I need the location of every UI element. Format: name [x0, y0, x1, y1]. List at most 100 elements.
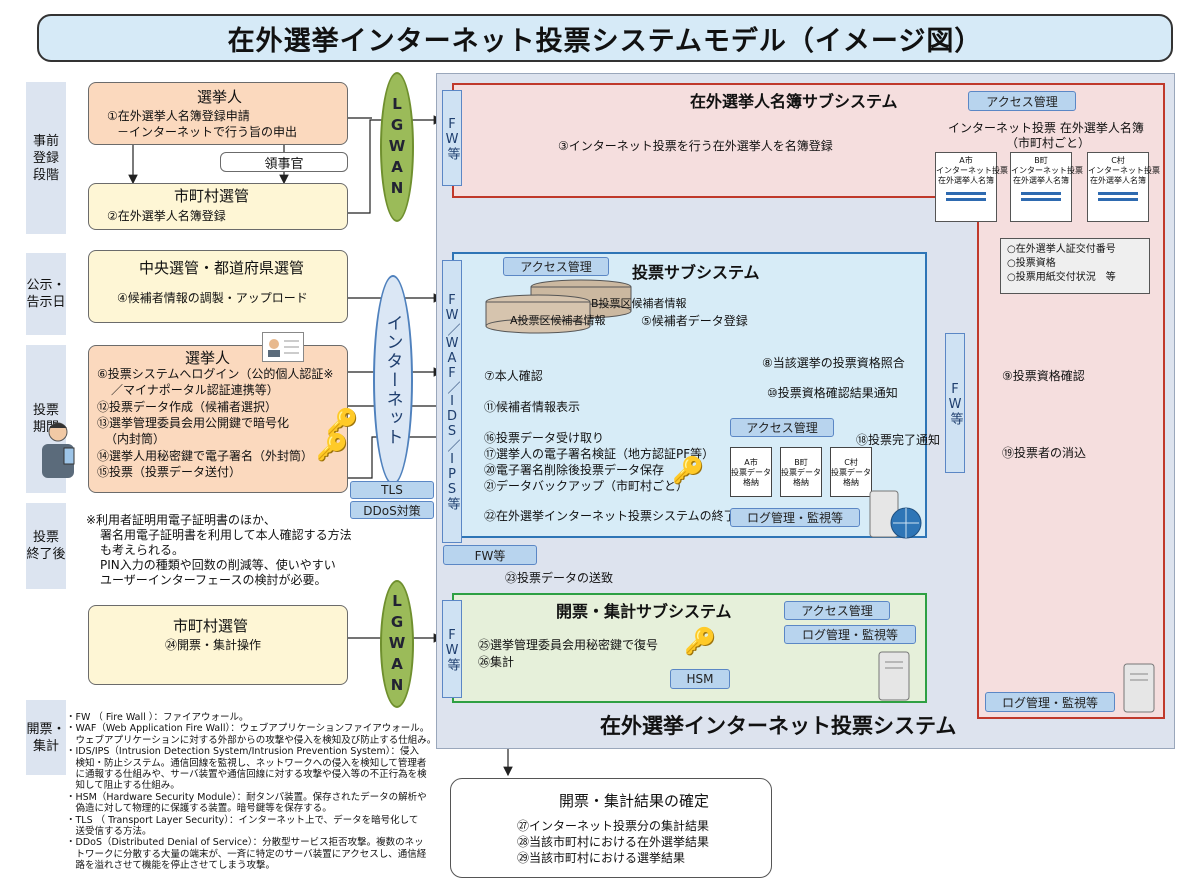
stage-notice-day: 公示・ 告示日: [26, 253, 66, 335]
key-icon: 🔑: [672, 456, 705, 486]
step13-sub-label: （内封筒）: [105, 432, 166, 446]
step21-label: ㉑データバックアップ（市町村ごと）: [484, 479, 689, 493]
firewall-transfer: FW等: [443, 545, 537, 565]
step26-label: ㉖集計: [478, 655, 515, 669]
glossary-line: に通報する仕組みや、サーバ装置や通信回線に対する攻撃や侵入等の不正行為を検: [66, 769, 427, 781]
note-line: ユーザーインターフェースの検討が必要。: [100, 573, 327, 587]
step9-label: ⑨投票資格確認: [1002, 369, 1085, 383]
step13-label: ⑬選挙管理委員会用公開鍵で暗号化: [97, 416, 290, 430]
step24-label: ㉔開票・集計操作: [165, 638, 262, 652]
step29-label: ㉙当該市町村における選挙結果: [517, 851, 686, 865]
glossary-line: トワークに分散する大量の端末が、一斉に特定のサーバ装置にアクセスし、通信経: [66, 848, 427, 860]
step1-sub-label: －インターネットで行う旨の申出: [117, 125, 298, 139]
central-title: 中央選管・都道府県選管: [139, 259, 305, 277]
system-name-label: 在外選挙インターネット投票システム: [600, 714, 957, 738]
firewall-right: FW等: [945, 333, 965, 473]
central-box: 中央選管・都道府県選管 ④候補者情報の調製・アップロード: [88, 250, 348, 323]
result-title: 開票・集計結果の確定: [559, 792, 710, 810]
voting-access-control: アクセス管理: [503, 257, 609, 276]
vote-store-a: A市投票データ 格納: [730, 447, 772, 497]
glossary-line: 検知・防止システム。通信回線を監視し、ネットワークへの侵入を検知して管理者: [66, 757, 427, 769]
step20-label: ⑳電子署名削除後投票データ保存: [484, 463, 665, 477]
voter-pre-title: 選挙人: [197, 88, 243, 106]
step15-label: ⑮投票（投票データ送付）: [97, 465, 242, 479]
vote-store-c: C村投票データ 格納: [830, 447, 872, 497]
step23-label: ㉓投票データの送致: [505, 571, 614, 585]
step8-label: ⑧当該選挙の投票資格照合: [762, 356, 905, 370]
stage-counting: 開票・ 集計: [26, 700, 66, 775]
id-card-icon: [262, 332, 304, 362]
voter-person-icon: [36, 420, 80, 480]
step6-label: ⑥投票システムへログイン（公的個人認証※: [97, 367, 334, 381]
glossary-line: ・IDS/IPS（Intrusion Detection System/Intr…: [66, 746, 420, 758]
step6-sub-label: ／マイナポータル認証連携等）: [111, 383, 279, 397]
voter-vote-box: 選挙人 ⑥投票システムへログイン（公的個人認証※ ／マイナポータル認証連携等） …: [88, 345, 348, 493]
lgwan-pre: LGWAN: [380, 72, 414, 222]
step27-label: ㉗インターネット投票分の集計結果: [517, 819, 710, 833]
note-line: も考えられる。: [100, 543, 185, 557]
step11-label: ⑪候補者情報表示: [484, 400, 581, 414]
encryption-key-icon: 🔑: [326, 408, 359, 438]
glossary-line: ・TLS （ Transport Layer Security）：インターネット…: [66, 814, 419, 826]
glossary-line: 知して阻止する仕組み。: [66, 780, 180, 792]
registry-item: ○投票資格: [1007, 258, 1056, 269]
stage-pre-registration: 事前 登録 段階: [26, 82, 66, 234]
glossary: ・FW （ Fire Wall ）：ファイアウォール。 ・WAF（Web App…: [66, 712, 446, 872]
glossary-line: ・DDoS（Distributed Denial of Service）：分散型…: [66, 837, 424, 849]
counting-title: 開票・集計サブシステム: [556, 602, 732, 621]
ddos-badge: DDoS対策: [350, 501, 434, 519]
step7-label: ⑦本人確認: [484, 369, 543, 383]
glossary-line: ・HSM（Hardware Security Module）：耐タンパ装置。保存…: [66, 791, 427, 803]
glossary-line: ・FW （ Fire Wall ）：ファイアウォール。: [66, 712, 249, 723]
note-line: 署名用電子証明書を利用して本人確認する方法: [100, 528, 352, 542]
note-line: PIN入力の種類や回数の削減等、使いやすい: [100, 558, 336, 572]
glossary-line: ・WAF（Web Application Fire Wall）：ウェブアプリケー…: [66, 723, 430, 735]
vote-store-b: B町投票データ 格納: [780, 447, 822, 497]
web-server-icon: [866, 487, 926, 543]
counting-access-control: アクセス管理: [784, 601, 890, 620]
step22-label: ㉒在外選挙インターネット投票システムの終了: [484, 509, 736, 523]
glossary-line: 路を溢れさせて機能を停止させてしまう攻撃。: [66, 860, 276, 872]
counting-server-icon: [873, 648, 917, 704]
firewall-pre: FW等: [442, 90, 462, 186]
candidate-database-icon: [483, 278, 643, 336]
db-b-label: B投票区候補者情報: [591, 297, 687, 310]
muni-pre-title: 市町村選管: [174, 187, 250, 205]
step14-label: ⑭選挙人用秘密鍵で電子署名（外封筒）: [97, 449, 314, 463]
signature-key-icon: 🔑: [316, 433, 349, 463]
registry-doc-b: B町インターネット投票 在外選挙人名簿: [1010, 152, 1083, 222]
voting-access-control-2: アクセス管理: [730, 418, 834, 437]
firewall-count: FW等: [442, 600, 462, 698]
note-block: ※利用者証明用電子証明書のほか、 署名用電子証明書を利用して本人確認する方法 も…: [86, 513, 376, 588]
step2-label: ②在外選挙人名簿登録: [107, 209, 226, 223]
voter-vote-title: 選挙人: [185, 349, 231, 367]
step12-label: ⑫投票データ作成（候補者選択）: [97, 400, 278, 414]
step1-label: ①在外選挙人名簿登録申請: [107, 109, 250, 123]
hsm-badge: HSM: [670, 669, 730, 689]
step25-label: ㉕選挙管理委員会用秘密鍵で復号: [478, 638, 659, 652]
glossary-line: ウェブアプリケーションに対する外部からの攻撃や侵入を検知及び防止する仕組み。: [66, 734, 437, 746]
registry-title: 在外選挙人名簿サブシステム: [690, 92, 898, 111]
registry-access-control: アクセス管理: [968, 91, 1076, 111]
decryption-key-icon: 🔑: [684, 627, 717, 657]
step28-label: ㉘当該市町村における在外選挙結果: [517, 835, 710, 849]
lgwan-count: LGWAN: [380, 580, 414, 708]
voter-pre-box: 選挙人 ①在外選挙人名簿登録申請 －インターネットで行う旨の申出: [88, 82, 348, 145]
counting-log-monitoring: ログ管理・監視等: [784, 625, 916, 644]
voting-log-monitoring: ログ管理・監視等: [730, 508, 860, 527]
step10-label: ⑩投票資格確認結果通知: [767, 386, 898, 400]
firewall-waf-ids-ips: FW／WAF／IDS／IPS等: [442, 260, 462, 543]
registry-item: ○在外選挙人証交付番号: [1007, 244, 1116, 255]
muni-count-box: 市町村選管 ㉔開票・集計操作: [88, 605, 348, 685]
registry-list-subtitle: （市町村ごと）: [1006, 136, 1091, 150]
consul-box: 領事官: [220, 152, 348, 172]
muni-count-title: 市町村選管: [173, 617, 249, 635]
step17-label: ⑰選挙人の電子署名検証（地方認証PF等）: [484, 447, 715, 461]
registry-log-monitoring: ログ管理・監視等: [985, 692, 1115, 712]
step18-label: ⑱投票完了通知: [856, 433, 941, 447]
muni-pre-box: 市町村選管 ②在外選挙人名簿登録: [88, 183, 348, 230]
step3-label: ③インターネット投票を行う在外選挙人を名簿登録: [558, 139, 833, 153]
registry-item: ○投票用紙交付状況 等: [1007, 272, 1116, 283]
glossary-line: 偽造に対して物理的に保護する装置。暗号鍵等を保存する。: [66, 803, 332, 815]
